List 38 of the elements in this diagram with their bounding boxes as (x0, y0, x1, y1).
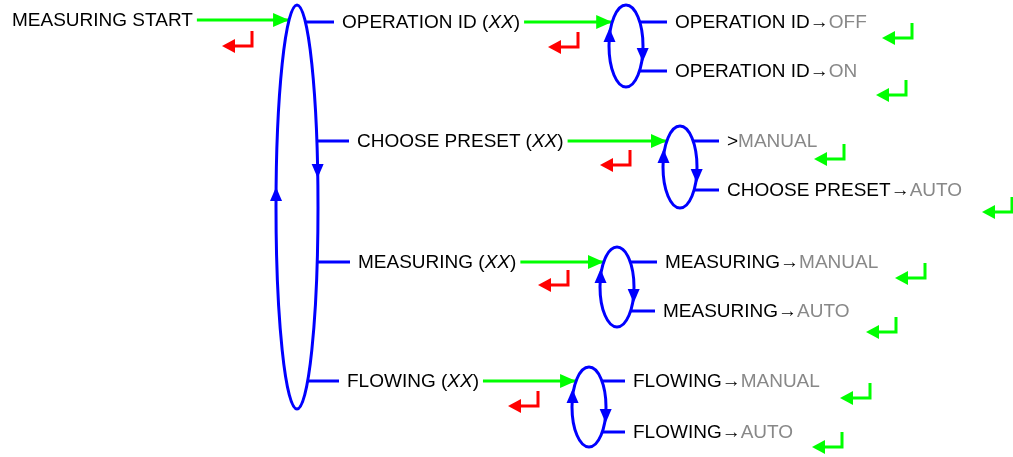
connector-line (305, 20, 334, 24)
menu-label: OPERATION ID (XX) (342, 11, 521, 33)
option-value: MANUAL (799, 251, 879, 272)
menu-label: MEASURING→ (665, 251, 800, 272)
arrow (482, 374, 577, 388)
option-value: MANUAL (740, 370, 820, 391)
connector-line (317, 260, 350, 264)
menu-label: CHOOSE PRESET (XX) (357, 130, 564, 152)
connector-line (601, 379, 625, 383)
connector-line (694, 188, 719, 192)
connector-line (630, 309, 655, 313)
menu-label: MEASURING→ (663, 300, 798, 321)
arrow (567, 134, 667, 148)
connector-line (639, 69, 667, 73)
option-value: MANUAL (738, 130, 818, 151)
connector-line (307, 379, 339, 383)
connector-line (639, 20, 667, 24)
connector-line (602, 430, 625, 434)
menu-label: OPERATION ID→ (675, 60, 829, 81)
option-value: AUTO (740, 421, 794, 442)
menu-label: FLOWING→ (633, 370, 741, 391)
menu-label: MEASURING START (12, 9, 193, 31)
option-value: ON (828, 60, 858, 81)
menu-label: CHOOSE PRESET→ (727, 179, 910, 200)
connector-line (316, 139, 349, 143)
arrow (524, 15, 613, 29)
menu-label: OPERATION ID→ (675, 11, 829, 32)
menu-label: MEASURING (XX) (358, 251, 517, 273)
connector-line (693, 139, 719, 143)
arrow (520, 255, 604, 269)
option-value: AUTO (909, 179, 963, 200)
option-value: AUTO (797, 300, 850, 321)
menu-label: FLOWING (XX) (347, 370, 479, 392)
menu-label: FLOWING→ (633, 421, 741, 442)
arrow (196, 13, 290, 27)
option-value: OFF (828, 11, 867, 32)
menu-label: > (727, 130, 739, 151)
connector-line (630, 260, 657, 264)
